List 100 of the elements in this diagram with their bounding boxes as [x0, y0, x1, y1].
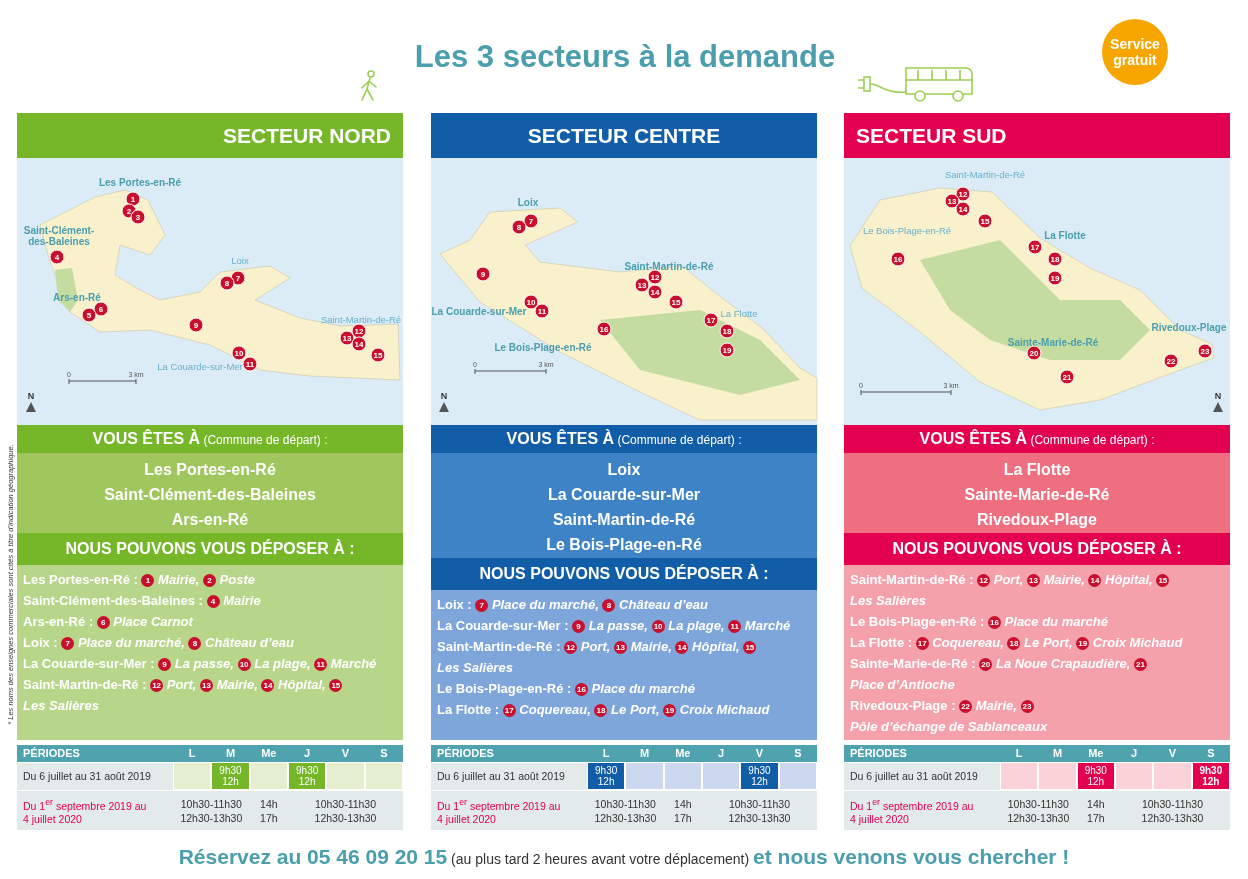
- commune-name: La Couarde-sur-Mer: [547, 485, 701, 505]
- destination-text: Les Portes-en-Ré : 1 Mairie, 2 Poste: [23, 571, 256, 589]
- sector-title: SECTEUR NORD: [223, 123, 391, 148]
- column-header: L: [187, 747, 197, 760]
- time-text: 10h30-11h30 12h30-13h30: [1140, 797, 1205, 825]
- place-name: Loix: [517, 196, 539, 208]
- place-name: Saint-Martin-de-Ré: [624, 260, 714, 272]
- time-text: 10h30-11h30 12h30-13h30: [593, 797, 658, 825]
- place-name: La Flotte: [1044, 229, 1086, 241]
- section-band: [431, 558, 817, 590]
- band-heading: VOUS ÊTES À (Commune de départ) :: [919, 430, 1155, 448]
- column-header: Me: [1087, 747, 1105, 760]
- destination-text: La Flotte : 17 Coquereau, 18 Le Port, 19 Croix Michaud: [437, 701, 771, 719]
- band-heading: NOUS POUVONS VOUS DÉPOSER À :: [892, 540, 1182, 558]
- column-header: J: [1130, 747, 1139, 760]
- commune-panel: [17, 453, 403, 533]
- commune-name: Rivedoux-Plage: [976, 510, 1098, 530]
- place-name: Rivedoux-Plage: [1151, 321, 1227, 333]
- north-label: N: [440, 391, 448, 401]
- destination-text: Ars-en-Ré : 6 Place Carnot: [23, 613, 195, 631]
- column-header: L: [1014, 747, 1024, 760]
- column-header: PÉRIODES: [23, 747, 81, 760]
- time-text: 10h30-11h30 12h30-13h30: [727, 797, 792, 825]
- destination-text: Saint-Martin-de-Ré : 12 Port, 13 Mairie, 14 Hôpital, 15 Les Salières: [437, 638, 758, 677]
- place-name: Les Portes-en-Ré: [98, 176, 182, 188]
- sector-title: SECTEUR CENTRE: [527, 123, 721, 148]
- column-header: L: [601, 747, 611, 760]
- destination-text: La Flotte : 17 Coquereau, 18 Le Port, 19 Croix Michaud: [850, 634, 1184, 652]
- time-slot: 9h30 12h: [740, 762, 779, 790]
- place-name: La Couarde-sur-Mer: [157, 360, 243, 372]
- commune-name: Loix: [606, 460, 642, 480]
- place-name: Loix: [231, 254, 249, 266]
- time-slot: 9h30 12h: [1076, 762, 1115, 790]
- commune-panel: [844, 453, 1230, 533]
- commune-name: Ars-en-Ré: [170, 510, 250, 530]
- badge-text: Service gratuit: [1109, 36, 1161, 68]
- place-name: Sainte-Marie-de-Ré: [1007, 336, 1099, 348]
- column-header: S: [379, 747, 389, 760]
- place-name: La Flotte: [720, 307, 758, 319]
- column-header: J: [717, 747, 726, 760]
- time-text: 14h 17h: [259, 797, 279, 825]
- column-header: V: [340, 747, 351, 760]
- band-heading: VOUS ÊTES À (Commune de départ) :: [506, 430, 742, 448]
- destination-text: Saint-Clément-des-Baleines : 4 Mairie: [23, 592, 262, 610]
- commune-panel: [431, 453, 817, 558]
- period-text: Du 6 juillet au 31 août 2019: [850, 770, 979, 782]
- north-label: N: [1214, 391, 1222, 401]
- commune-name: Le Bois-Plage-en-Ré: [545, 535, 703, 555]
- column-header: PÉRIODES: [437, 747, 495, 760]
- column-header: PÉRIODES: [850, 747, 908, 760]
- column-header: S: [1206, 747, 1216, 760]
- place-name: Le Bois-Plage-en-Ré: [494, 341, 592, 353]
- destination-text: Le Bois-Plage-en-Ré : 16 Place du marché: [850, 613, 1109, 631]
- time-text: 10h30-11h30 12h30-13h30: [1006, 797, 1071, 825]
- column-header: S: [793, 747, 803, 760]
- sector-title: SECTEUR SUD: [856, 123, 1007, 148]
- destination-text: Loix : 7 Place du marché, 8 Château d’eau: [437, 596, 709, 614]
- commune-name: La Flotte: [1002, 460, 1072, 480]
- column-header: J: [303, 747, 312, 760]
- commune-name: Sainte-Marie-de-Ré: [963, 485, 1111, 505]
- band-heading: NOUS POUVONS VOUS DÉPOSER À :: [479, 565, 769, 583]
- destination-panel: [844, 565, 1230, 740]
- destination-text: Saint-Martin-de-Ré : 12 Port, 13 Mairie, 14 Hôpital, 15 Les Salières: [850, 571, 1171, 610]
- place-name: Ars-en-Ré: [53, 291, 101, 303]
- section-band: [431, 425, 817, 453]
- column-header: M: [224, 747, 237, 760]
- sector-header: [431, 113, 817, 158]
- sector-header: [844, 113, 1230, 158]
- commune-name: Saint-Martin-de-Ré: [551, 510, 697, 530]
- sector-header: [17, 113, 403, 158]
- time-slot: 9h30 12h: [211, 762, 250, 790]
- destination-panel: [17, 565, 403, 740]
- time-text: 14h 17h: [1086, 797, 1106, 825]
- time-slot: 9h30 12h: [1191, 762, 1230, 790]
- destination-text: Loix : 7 Place du marché, 8 Château d’eau: [23, 634, 295, 652]
- period-text: Du 1$^{er}$ septembre 2019 au 4 juillet 2020: [437, 796, 562, 826]
- destination-panel: [431, 590, 817, 740]
- destination-text: Le Bois-Plage-en-Ré : 16 Place du marché: [437, 680, 696, 698]
- period-text: Du 6 juillet au 31 août 2019: [437, 770, 566, 782]
- band-heading: VOUS ÊTES À (Commune de départ) :: [92, 430, 328, 448]
- title: Les 3 secteurs à la demande: [414, 39, 836, 75]
- place-name: Saint-Martin-de-Ré: [320, 313, 402, 325]
- period-text: Du 1$^{er}$ septembre 2019 au 4 juillet 2020: [850, 796, 975, 826]
- time-slot: 9h30 12h: [288, 762, 327, 790]
- period-text: Du 6 juillet au 31 août 2019: [23, 770, 152, 782]
- time-text: 14h 17h: [673, 797, 693, 825]
- column-header: V: [754, 747, 765, 760]
- column-header: V: [1167, 747, 1178, 760]
- band-heading: NOUS POUVONS VOUS DÉPOSER À :: [65, 540, 355, 558]
- time-text: 10h30-11h30 12h30-13h30: [313, 797, 378, 825]
- destination-text: La Couarde-sur-Mer : 9 La passe, 10 La plage, 11 Marché: [23, 655, 378, 673]
- period-text: Du 1$^{er}$ septembre 2019 au 4 juillet 2020: [23, 796, 148, 826]
- destination-text: Rivedoux-Plage : 22 Mairie, 23 Pôle d’échange de Sablanceaux: [850, 697, 1049, 736]
- time-text: 10h30-11h30 12h30-13h30: [179, 797, 244, 825]
- section-band: [17, 533, 403, 565]
- section-band: [844, 425, 1230, 453]
- place-name: Le Bois-Plage-en-Ré: [862, 224, 952, 236]
- section-band: [844, 533, 1230, 565]
- column-header: M: [1051, 747, 1064, 760]
- destination-text: Saint-Martin-de-Ré : 12 Port, 13 Mairie, 14 Hôpital, 15 Les Salières: [23, 676, 344, 715]
